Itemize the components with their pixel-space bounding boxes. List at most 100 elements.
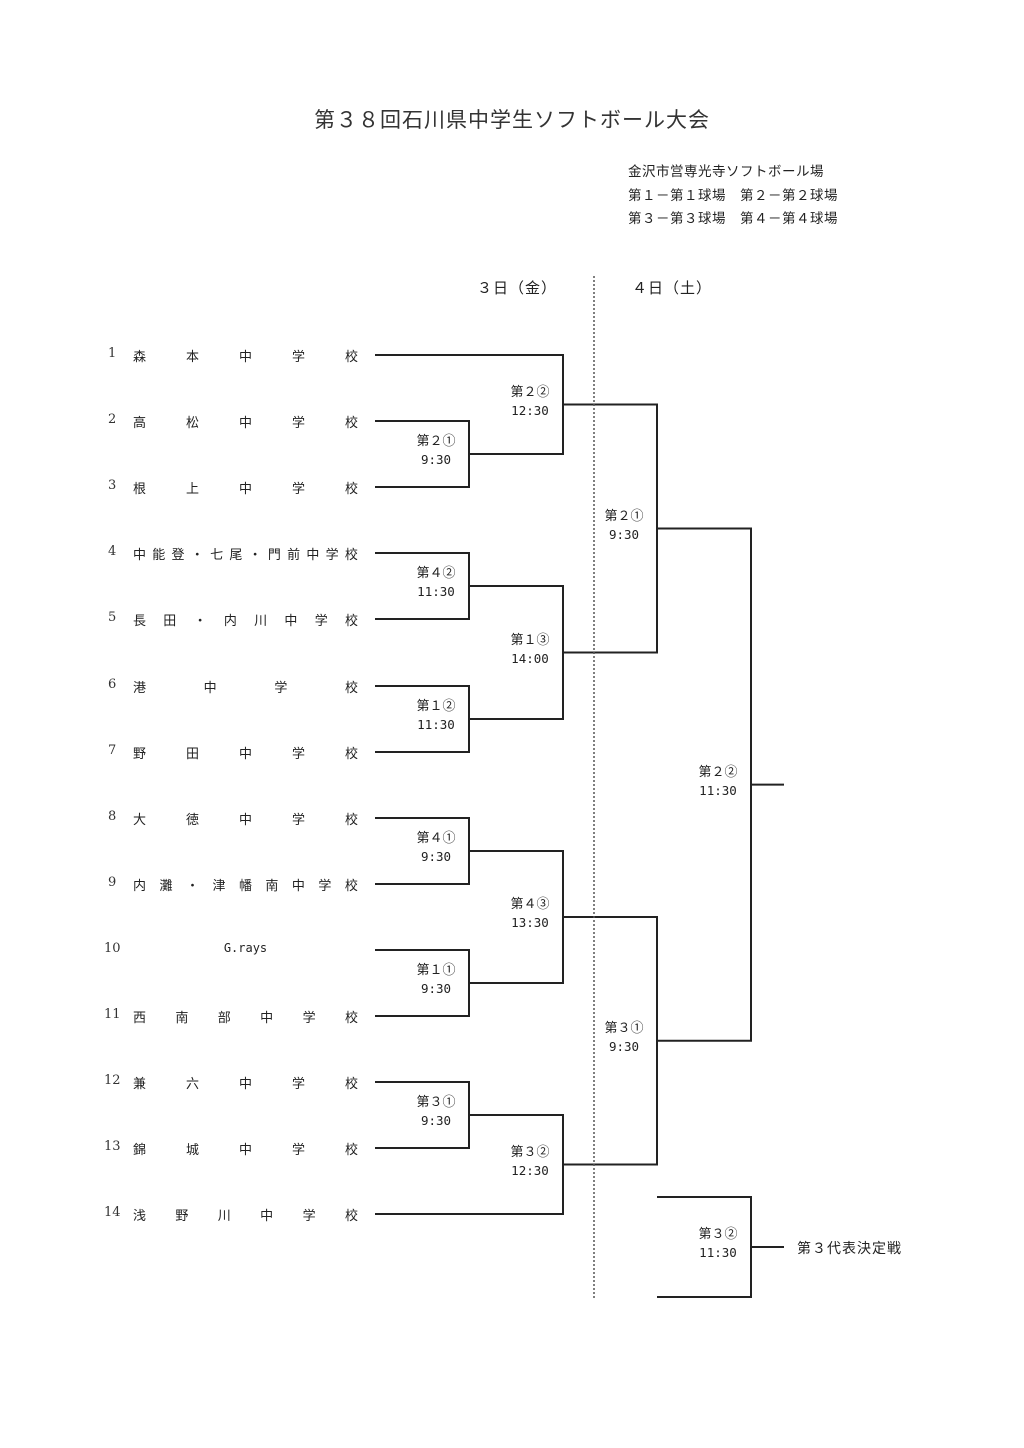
match-start-time: 9:30 [420, 849, 452, 864]
team-seed-number: 12 [104, 1073, 121, 1088]
team-name-char: 学 [291, 416, 305, 431]
team-name-char: 校 [344, 1011, 358, 1026]
team-name: 中能登・七尾・門前中学校 [133, 544, 358, 563]
team-name-char: 学 [314, 614, 328, 629]
match-start-time: 13:30 [511, 915, 549, 930]
team-name-char: 校 [344, 416, 358, 431]
team-name-char: 城 [185, 1143, 199, 1158]
team-name: 森本中学校 [133, 346, 358, 365]
team-name-char: 幡 [238, 879, 252, 894]
team-name-char: 本 [185, 350, 199, 365]
team-name-char: 田 [185, 747, 199, 762]
match-field-number: 第３② [510, 1144, 550, 1160]
team-name-char: 川 [254, 614, 268, 629]
team-name-char: 学 [274, 681, 288, 696]
team-name-char: 松 [185, 416, 199, 431]
field-legend-line-1: 第１－第１球場 第２－第２球場 [628, 188, 838, 204]
team-name-char: ・ [190, 548, 204, 563]
team-name-char: 中 [238, 1077, 252, 1092]
team-name-char: 中 [238, 482, 252, 497]
team-name-char: 上 [185, 482, 199, 497]
team-name: 根上中学校 [133, 478, 358, 497]
match-field-number: 第２① [416, 434, 456, 449]
team-seed-number: 5 [108, 610, 117, 625]
team-name-char: 根 [133, 482, 147, 497]
field-legend-line-2: 第３－第３球場 第４－第４球場 [628, 211, 838, 227]
match-start-time: 14:00 [511, 650, 549, 666]
team-name-char: 徳 [185, 813, 199, 828]
team-name-char: ・ [185, 879, 199, 894]
match-field-number: 第２① [604, 508, 644, 524]
match-field-number: 第１② [416, 699, 456, 714]
match-start-time: 9:30 [420, 981, 452, 996]
team-name-char: 長 [133, 614, 147, 629]
page-title: 第３８回石川県中学生ソフトボール大会 [314, 108, 710, 132]
team-name-char: 中 [306, 548, 320, 563]
team-name-char: 学 [325, 548, 339, 563]
team-name-char: 学 [302, 1209, 316, 1224]
team-name-char: 津 [212, 879, 226, 894]
team-name-char: 学 [291, 350, 305, 365]
venue-name: 金沢市営専光寺ソフトボール場 [628, 164, 824, 180]
team-name: G.rays [133, 941, 358, 955]
team-seed-number: 10 [104, 941, 121, 956]
team-seed-number: 6 [108, 677, 117, 692]
team-seed-number: 9 [108, 875, 117, 890]
match-field-number: 第４① [416, 831, 456, 846]
team-name-char: 学 [291, 1077, 305, 1092]
team-name: 西南部中学校 [133, 1007, 358, 1026]
team-name-char: 中 [260, 1209, 274, 1224]
team-name-char: 七 [210, 548, 224, 563]
team-name: 野田中学校 [133, 743, 358, 762]
team-name-char: 学 [291, 1143, 305, 1158]
team-seed-number: 3 [108, 478, 117, 493]
team-name-char: 校 [344, 813, 358, 828]
team-name-char: 学 [291, 482, 305, 497]
match-start-time: 9:30 [420, 452, 452, 467]
team-name-char: 学 [291, 813, 305, 828]
third-representative-playoff-label: 第３代表決定戦 [797, 1241, 902, 1257]
team-name-char: 西 [133, 1011, 147, 1026]
team-name-char: G.rays [223, 941, 268, 955]
team-name-char: 野 [175, 1209, 189, 1224]
team-name-char: 校 [344, 1143, 358, 1158]
team-name-char: 校 [344, 747, 358, 762]
team-name-char: 部 [217, 1011, 231, 1026]
team-name-char: 港 [133, 681, 147, 696]
team-seed-number: 14 [104, 1205, 121, 1220]
team-name-char: 内 [223, 614, 237, 629]
team-name: 内灘・津幡南中学校 [133, 875, 358, 894]
team-name-char: 兼 [133, 1077, 147, 1092]
team-name-char: 中 [284, 614, 298, 629]
team-name-char: 高 [133, 416, 147, 431]
team-name-char: 野 [133, 747, 147, 762]
team-name-char: 学 [318, 879, 332, 894]
team-name: 長田・内川中学校 [133, 610, 358, 629]
team-name-char: ・ [248, 548, 262, 563]
team-name-char: 学 [291, 747, 305, 762]
team-seed-number: 1 [108, 346, 117, 361]
team-seed-number: 4 [108, 544, 117, 559]
team-name-char: 大 [133, 813, 147, 828]
match-start-time: 12:30 [511, 402, 549, 418]
match-field-number: 第４② [416, 566, 456, 581]
team-seed-number: 11 [104, 1007, 121, 1022]
team-name: 浅野川中学校 [133, 1205, 358, 1224]
team-name-char: 中 [238, 813, 252, 828]
match-label: 第２② 12:30 [500, 384, 560, 420]
team-name: 港中学校 [133, 677, 358, 696]
team-name: 兼六中学校 [133, 1073, 358, 1092]
match-field-number: 第２② [698, 764, 738, 780]
match-label: 第２① 9:30 [406, 433, 466, 469]
team-name-char: 六 [185, 1077, 199, 1092]
team-name-char: ・ [193, 614, 207, 629]
team-name-char: 登 [171, 548, 185, 563]
match-field-number: 第２② [510, 384, 550, 400]
